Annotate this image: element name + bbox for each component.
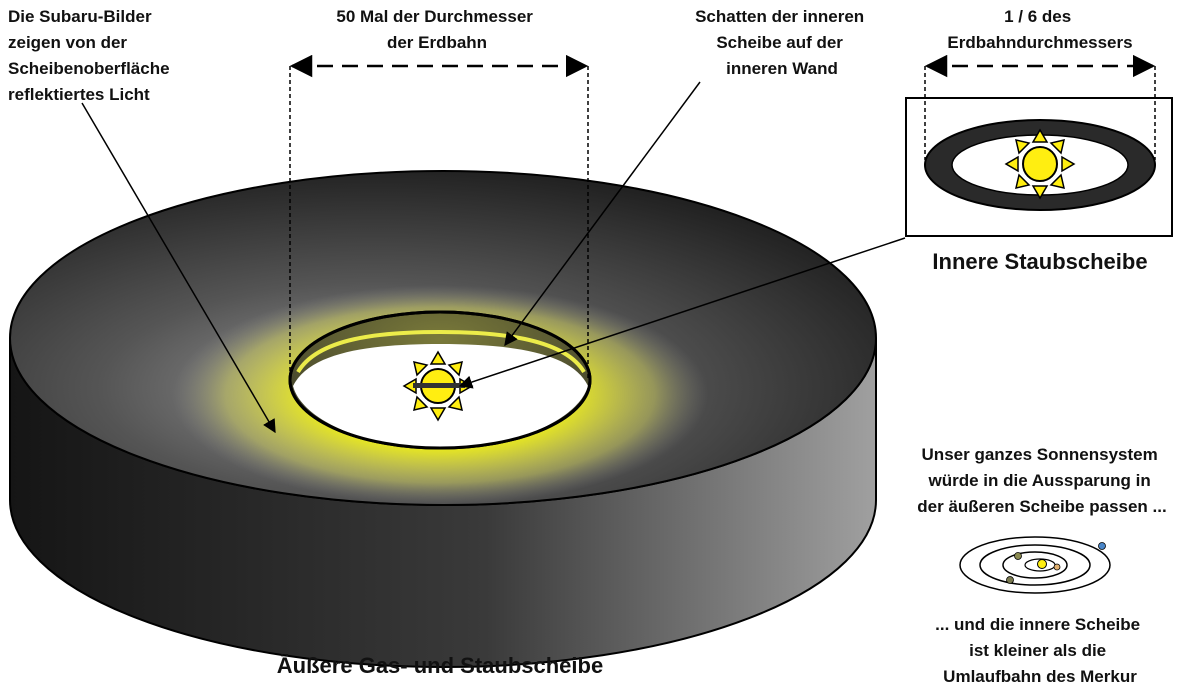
planet-icon (1053, 563, 1061, 571)
shadow-band (296, 329, 586, 374)
planet-icon (1014, 552, 1022, 560)
shadow-arrow (504, 81, 701, 347)
inner-diameter-label: 1 / 6 des Erdbahndurchmessers (947, 7, 1132, 52)
mercury-note: ... und die innere Scheibe ist kleiner a… (935, 615, 1145, 686)
planet-icon (1098, 542, 1106, 550)
inset-sun-icon (1005, 129, 1075, 199)
subaru-arrow (81, 102, 276, 434)
subaru-note: Die Subaru-Bilder zeigen von der Scheibe… (8, 7, 174, 104)
shadow-note: Schatten der inneren Scheibe auf der inn… (695, 7, 869, 78)
solar-system-mini (959, 536, 1111, 594)
planet-icon (1006, 576, 1014, 584)
outer-disk-title: Äußere Gas- und Staubscheibe (277, 653, 603, 678)
outer-diameter-label: 50 Mal der Durchmesser der Erdbahn (336, 7, 537, 52)
inner-disk-edge (413, 383, 465, 388)
mini-sun-icon (1037, 559, 1047, 569)
solar-system-note: Unser ganzes Sonnensystem würde in die A… (917, 445, 1166, 516)
inner-disk-title: Innere Staubscheibe (932, 249, 1147, 274)
inset-arrow (458, 237, 906, 389)
